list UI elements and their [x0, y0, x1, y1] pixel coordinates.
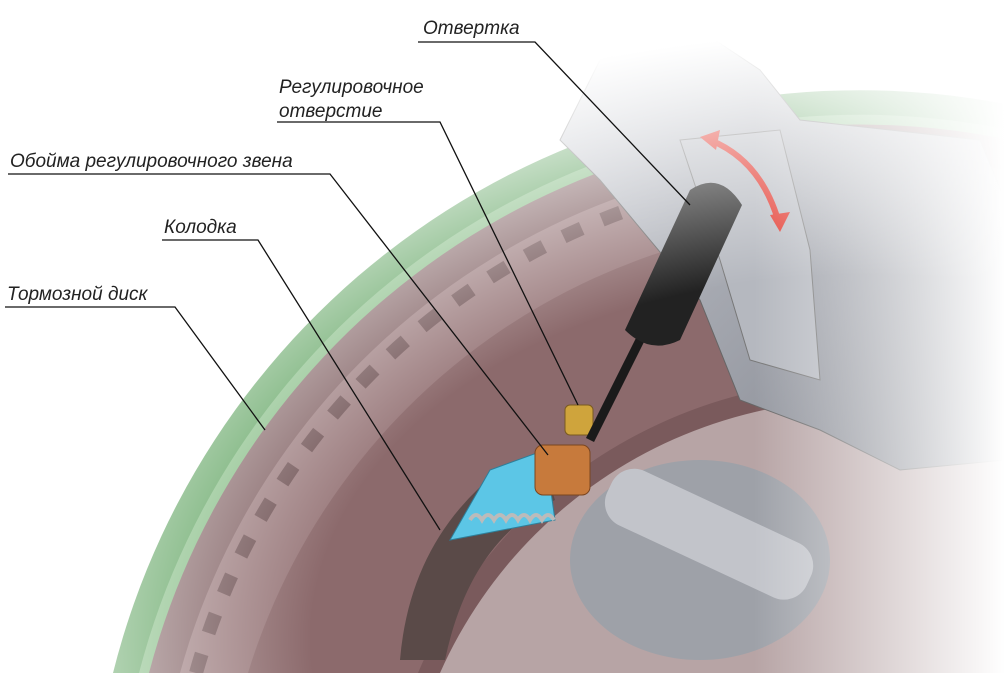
- label-screwdriver: Отвертка: [423, 18, 520, 39]
- leader-lines: [5, 41, 691, 531]
- label-brake-shoe: Колодка: [164, 217, 237, 238]
- label-adjust-hole-2: отверстие: [279, 101, 383, 122]
- label-brake-disc: Тормозной диск: [7, 284, 148, 305]
- label-adjust-hole-1: Регулировочное: [279, 77, 424, 98]
- label-adjuster-housing: Обойма регулировочного звена: [10, 151, 293, 172]
